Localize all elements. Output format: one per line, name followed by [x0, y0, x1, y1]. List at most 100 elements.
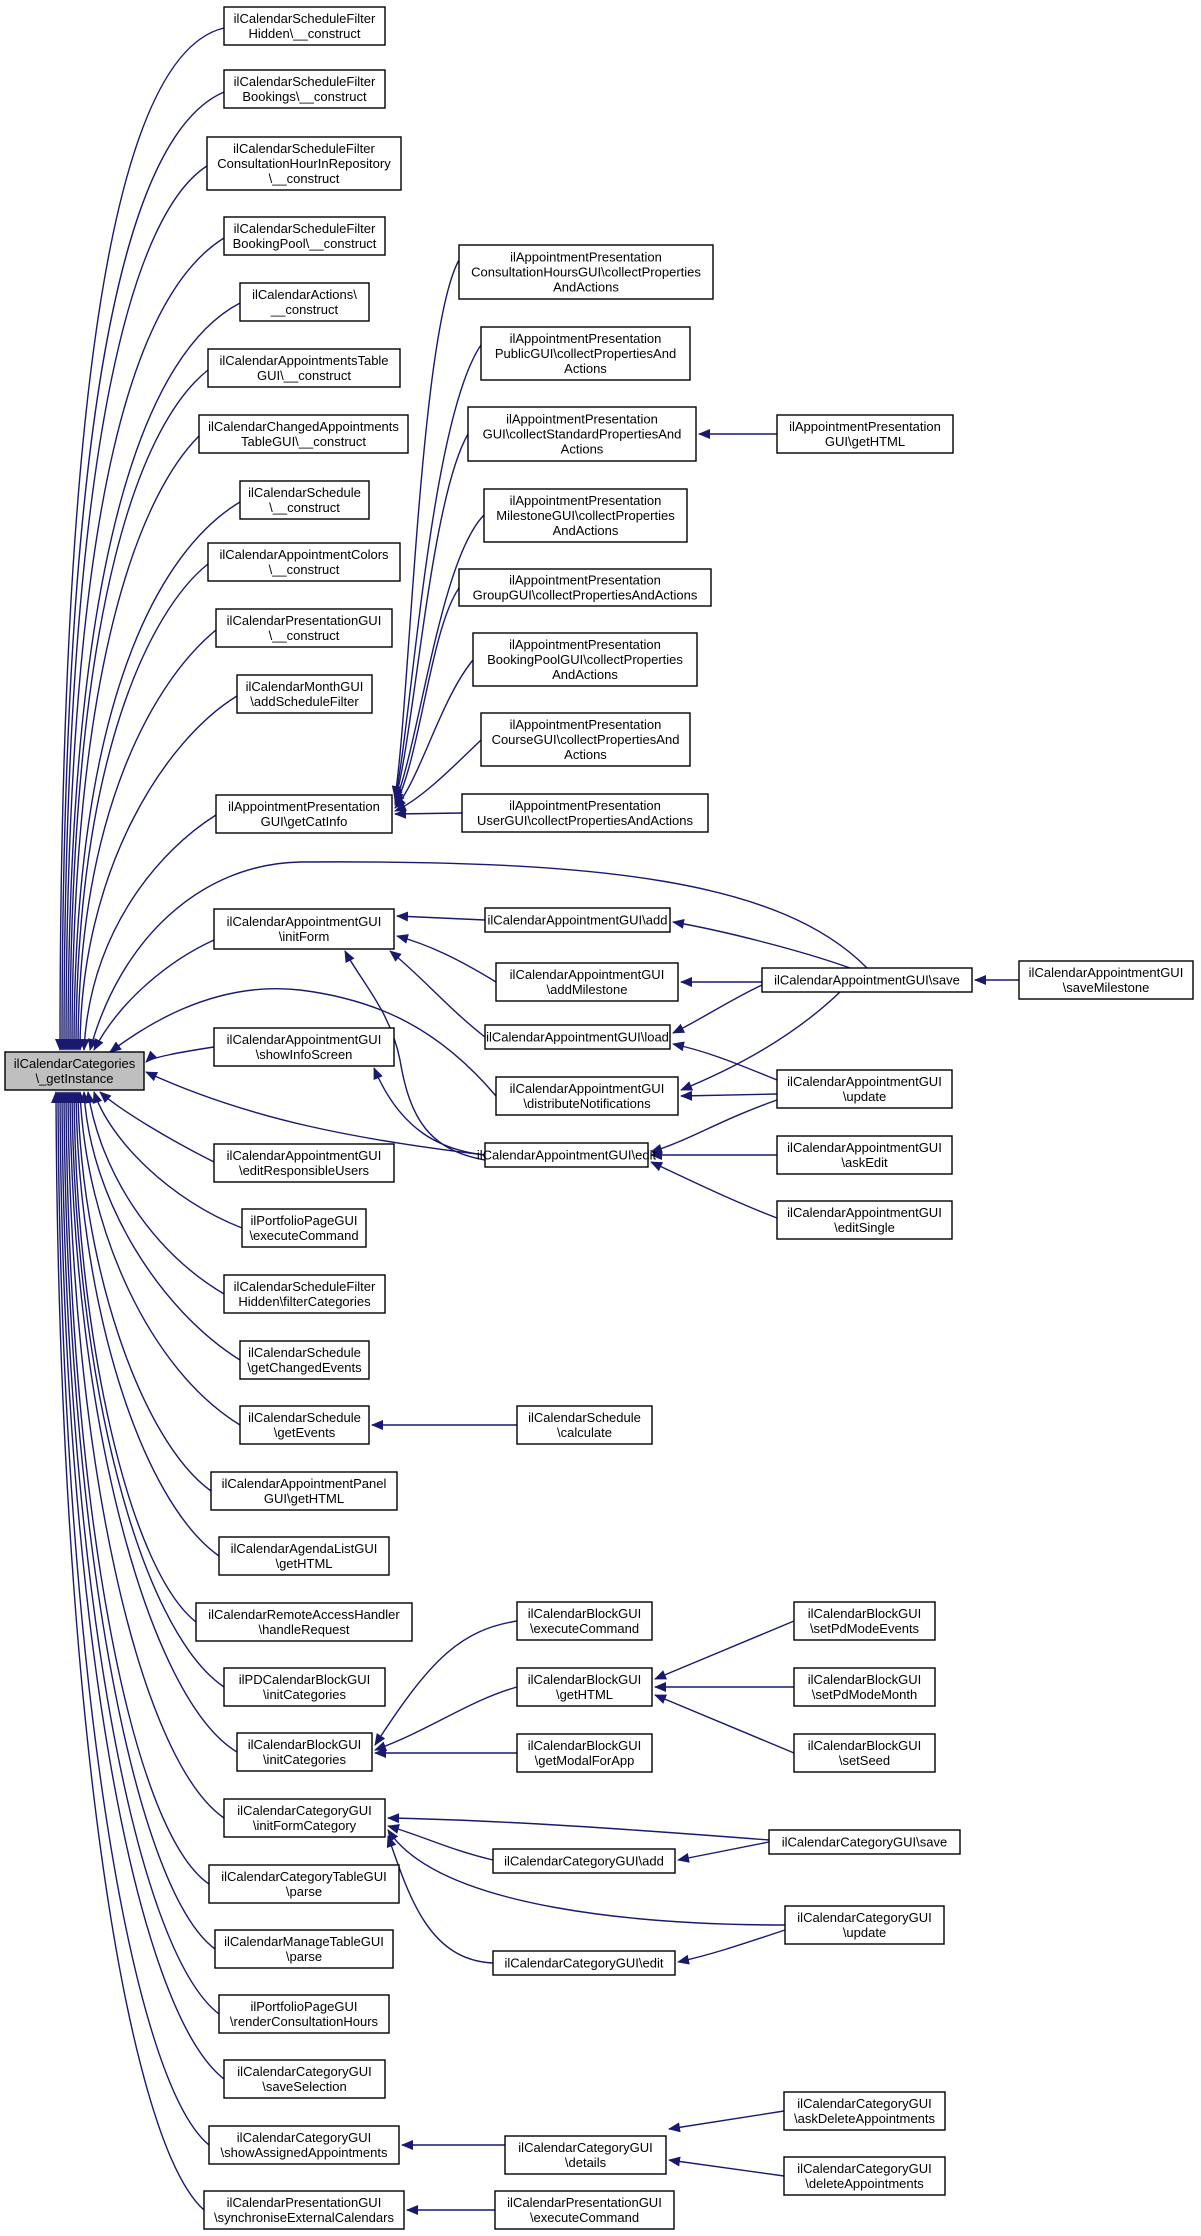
node-ag-load[interactable]: ilCalendarAppointmentGUI\load	[484, 1024, 671, 1050]
edge-sfb_construct-to-root	[57, 91, 225, 1051]
node-ag-askedit[interactable]: ilCalendarAppointmentGUI\askEdit	[776, 1135, 953, 1175]
node-block-init[interactable]: ilCalendarBlockGUI\initCategories	[236, 1732, 373, 1772]
node-label-line: ilCalendarCategoryGUI	[797, 2161, 931, 2176]
edge-sfbp_construct-to-root	[61, 237, 225, 1051]
node-box	[207, 542, 401, 582]
node-pres-sync[interactable]: ilCalendarPresentationGUI\synchroniseExt…	[203, 2190, 405, 2230]
node-ap-milestone[interactable]: ilAppointmentPresentationMilestoneGUI\co…	[483, 488, 688, 543]
node-actions-construct[interactable]: ilCalendarActions\__construct	[239, 282, 370, 322]
node-box	[195, 1602, 413, 1642]
node-ap-consult[interactable]: ilAppointmentPresentationConsultationHou…	[458, 244, 714, 300]
node-ap-bookingpool[interactable]: ilAppointmentPresentationBookingPoolGUI\…	[472, 632, 698, 687]
node-block-modal[interactable]: ilCalendarBlockGUI\getModalForApp	[516, 1733, 653, 1773]
node-sfc-construct[interactable]: ilCalendarScheduleFilterConsultationHour…	[206, 136, 402, 191]
node-agenda-html[interactable]: ilCalendarAgendaListGUI\getHTML	[218, 1536, 390, 1576]
node-sfh-filter[interactable]: ilCalendarScheduleFilterHidden\filterCat…	[223, 1274, 386, 1314]
node-box	[776, 1200, 953, 1240]
edge-ag_save-to-ag_add	[672, 918, 851, 969]
node-cat-update[interactable]: ilCalendarCategoryGUI\update	[784, 1905, 945, 1945]
node-box	[241, 1208, 367, 1248]
edge-ap_group-to-apg_getcat	[394, 587, 460, 806]
node-manage-parse[interactable]: ilCalendarManageTableGUI\parse	[214, 1929, 394, 1969]
node-ag-editresp[interactable]: ilCalendarAppointmentGUI\editResponsible…	[213, 1143, 395, 1183]
node-label-line: \__construct	[269, 500, 340, 515]
node-sched-events[interactable]: ilCalendarSchedule\getEvents	[239, 1405, 370, 1445]
node-ap-user[interactable]: ilAppointmentPresentationUserGUI\collect…	[461, 793, 709, 833]
node-block-pdmonth[interactable]: ilCalendarBlockGUI\setPdModeMonth	[793, 1667, 936, 1707]
node-block-exec[interactable]: ilCalendarBlockGUI\executeCommand	[516, 1601, 653, 1641]
node-month-add[interactable]: ilCalendarMonthGUI\addScheduleFilter	[236, 674, 373, 714]
node-cat-askdelete[interactable]: ilCalendarCategoryGUI\askDeleteAppointme…	[783, 2091, 946, 2131]
node-label-line: \getHTML	[275, 1556, 332, 1571]
node-pres-construct[interactable]: ilCalendarPresentationGUI\__construct	[215, 608, 393, 648]
node-ap-course[interactable]: ilAppointmentPresentationCourseGUI\colle…	[480, 712, 691, 767]
node-box	[480, 326, 691, 381]
node-ag-edit[interactable]: ilCalendarAppointmentGUI\edit	[477, 1142, 657, 1168]
node-label-line: AndActions	[552, 667, 618, 682]
node-cattable-parse[interactable]: ilCalendarCategoryTableGUI\parse	[208, 1864, 400, 1904]
node-cat-delete[interactable]: ilCalendarCategoryGUI\deleteAppointments	[783, 2156, 946, 2196]
node-ap-public[interactable]: ilAppointmentPresentationPublicGUI\colle…	[480, 326, 691, 381]
node-label-line: ilCalendarBlockGUI	[528, 1672, 641, 1687]
node-sched-construct[interactable]: ilCalendarSchedule\__construct	[239, 480, 370, 520]
node-ag-savemilestone[interactable]: ilCalendarAppointmentGUI\saveMilestone	[1018, 960, 1194, 1000]
node-label-line: \setPdModeMonth	[812, 1687, 918, 1702]
edge-ag_save-to-ag_distribute	[680, 991, 841, 1091]
node-box	[4, 1051, 145, 1091]
node-ag-save[interactable]: ilCalendarAppointmentGUI\save	[761, 967, 973, 993]
node-ag-distribute[interactable]: ilCalendarAppointmentGUI\distributeNotif…	[495, 1076, 679, 1116]
node-ag-add[interactable]: ilCalendarAppointmentGUI\add	[484, 907, 671, 933]
node-label-line: \askEdit	[841, 1155, 888, 1170]
node-sfh-construct[interactable]: ilCalendarScheduleFilterHidden\__constru…	[223, 6, 386, 46]
node-label-line: \getHTML	[556, 1687, 613, 1702]
node-ap-group[interactable]: ilAppointmentPresentationGroupGUI\collec…	[458, 568, 712, 607]
node-label-line: Actions	[561, 442, 604, 457]
node-block-pdevents[interactable]: ilCalendarBlockGUI\setPdModeEvents	[793, 1601, 936, 1641]
node-cat-showassigned[interactable]: ilCalendarCategoryGUI\showAssignedAppoin…	[208, 2125, 400, 2165]
node-box	[207, 348, 401, 388]
node-ag-update[interactable]: ilCalendarAppointmentGUI\update	[776, 1069, 953, 1109]
node-ppg-render[interactable]: ilPortfolioPageGUI\renderConsultationHou…	[218, 1994, 390, 2034]
node-ag-initform[interactable]: ilCalendarAppointmentGUI\initForm	[213, 908, 395, 950]
node-sfb-construct[interactable]: ilCalendarScheduleFilterBookings\__const…	[223, 69, 386, 109]
node-colors-construct[interactable]: ilCalendarAppointmentColors\__construct	[207, 542, 401, 582]
node-label-line: \deleteAppointments	[805, 2176, 924, 2191]
node-ag-showinfo[interactable]: ilCalendarAppointmentGUI\showInfoScreen	[213, 1027, 395, 1067]
node-ag-editsingle[interactable]: ilCalendarAppointmentGUI\editSingle	[776, 1200, 953, 1240]
node-cat-initform[interactable]: ilCalendarCategoryGUI\initFormCategory	[223, 1798, 386, 1838]
node-label-line: \addMilestone	[547, 982, 628, 997]
node-ppg-exec[interactable]: ilPortfolioPageGUI\executeCommand	[241, 1208, 367, 1248]
node-ag-addmilestone[interactable]: ilCalendarAppointmentGUI\addMilestone	[495, 962, 679, 1002]
node-block-seed[interactable]: ilCalendarBlockGUI\setSeed	[793, 1733, 936, 1773]
node-catt-construct[interactable]: ilCalendarChangedAppointmentsTableGUI\__…	[198, 414, 409, 454]
node-cat-edit[interactable]: ilCalendarCategoryGUI\edit	[492, 1950, 676, 1976]
node-pres-exec[interactable]: ilCalendarPresentationGUI\executeCommand	[494, 2190, 675, 2230]
node-cat-save[interactable]: ilCalendarCategoryGUI\save	[768, 1829, 961, 1855]
node-label-line: ilCalendarAgendaListGUI	[231, 1541, 378, 1556]
node-block-html[interactable]: ilCalendarBlockGUI\getHTML	[516, 1667, 653, 1707]
node-label-line: \update	[843, 1089, 886, 1104]
node-sfbp-construct[interactable]: ilCalendarScheduleFilterBookingPool\__co…	[223, 216, 386, 256]
edge-ag_update-to-ag_distribute	[680, 1090, 778, 1101]
node-box	[198, 414, 409, 454]
node-box	[495, 962, 679, 1002]
node-label-line: ilCalendarBlockGUI	[808, 1738, 921, 1753]
node-remote-handle[interactable]: ilCalendarRemoteAccessHandler\handleRequ…	[195, 1602, 413, 1642]
node-att-construct[interactable]: ilCalendarAppointmentsTableGUI\__constru…	[207, 348, 401, 388]
node-sched-calc[interactable]: ilCalendarSchedule\calculate	[516, 1405, 653, 1445]
node-cat-add[interactable]: ilCalendarCategoryGUI\add	[492, 1848, 676, 1874]
edge-ag_update-to-ag_edit	[650, 1099, 778, 1154]
node-ap-standard[interactable]: ilAppointmentPresentationGUI\collectStan…	[467, 406, 697, 462]
node-label-line: ilCalendarAppointmentGUI\add	[488, 913, 668, 928]
node-pdblock-init[interactable]: ilPDCalendarBlockGUI\initCategories	[223, 1667, 386, 1707]
node-root[interactable]: ilCalendarCategories\_getInstance	[4, 1051, 145, 1091]
node-cat-savesel[interactable]: ilCalendarCategoryGUI\saveSelection	[223, 2059, 386, 2099]
node-sched-changed[interactable]: ilCalendarSchedule\getChangedEvents	[239, 1340, 370, 1380]
node-label-line: ilCalendarCategoryGUI\add	[504, 1854, 664, 1869]
node-box	[218, 1994, 390, 2034]
node-cat-details[interactable]: ilCalendarCategoryGUI\details	[504, 2135, 667, 2175]
